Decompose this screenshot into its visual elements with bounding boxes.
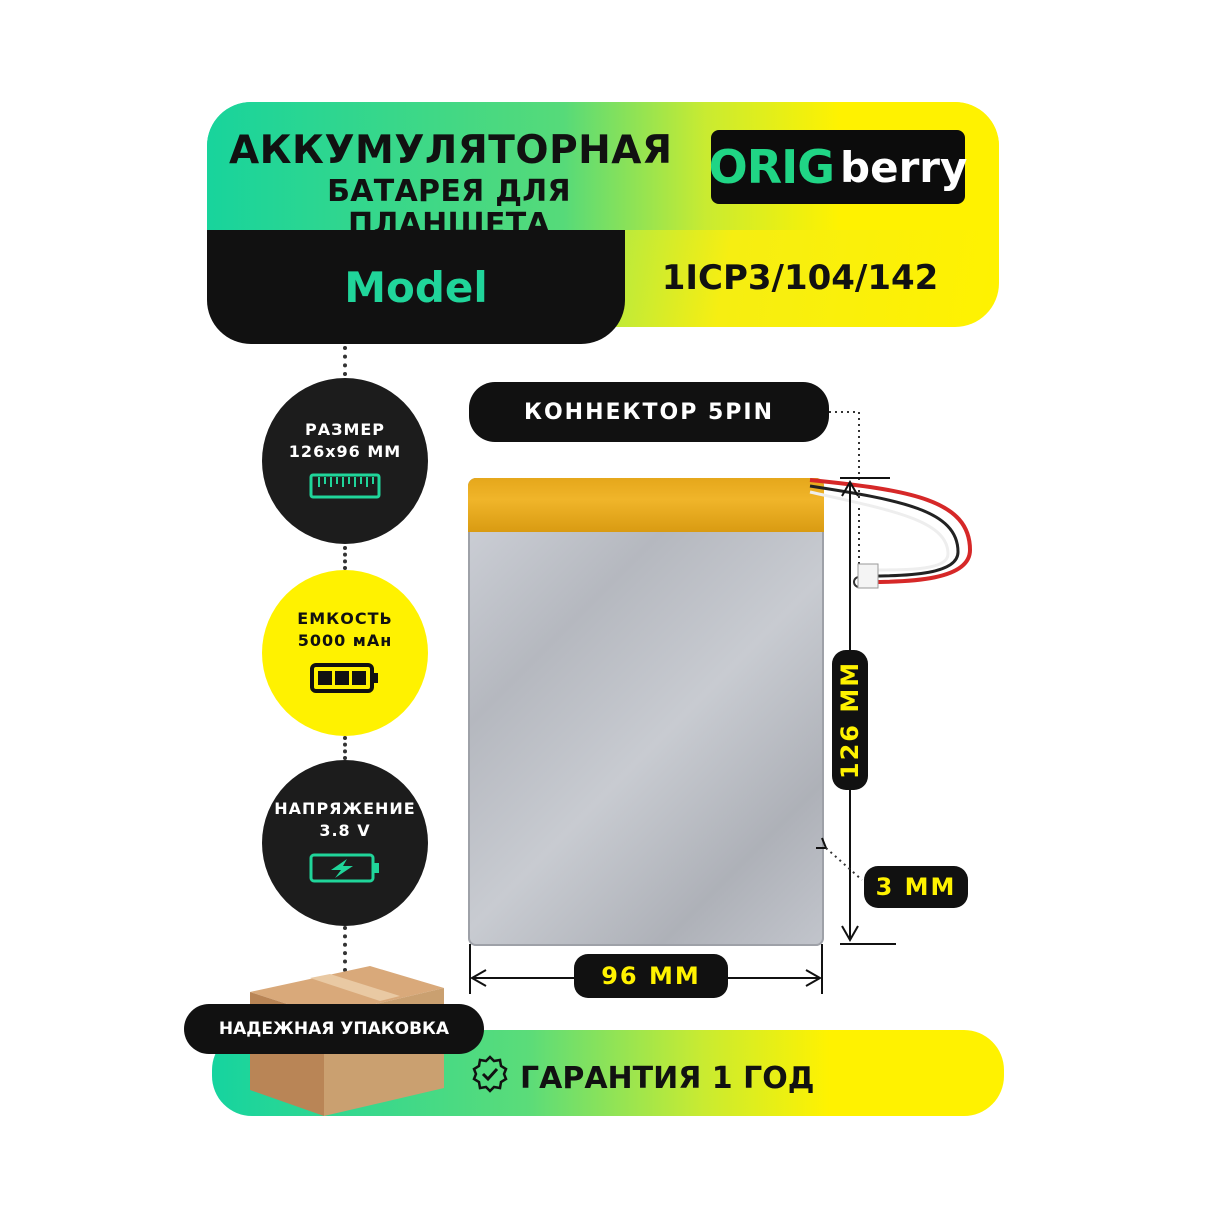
brand-logo-part2: berry [840, 142, 968, 192]
guarantee-badge-icon [470, 1054, 510, 1102]
header-banner: АККУМУЛЯТОРНАЯ БАТАРЕЯ ДЛЯ ПЛАНШЕТА ORIG… [207, 102, 999, 327]
charging-battery-icon [309, 852, 381, 888]
connector-line [343, 346, 347, 376]
spec-voltage-circle: НАПРЯЖЕНИЕ 3.8 V [262, 760, 428, 926]
model-number: 1ICP3/104/142 [661, 258, 939, 298]
model-label: Model [344, 262, 488, 312]
brand-logo-part1: ORIG [708, 140, 835, 194]
ruler-icon [309, 473, 381, 503]
width-label: 96 ММ [574, 954, 728, 998]
spec-capacity-circle: ЕМКОСТЬ 5000 мАн [262, 570, 428, 736]
thickness-leader-line [816, 837, 863, 881]
guarantee-text: ГАРАНТИЯ 1 ГОД [520, 1060, 815, 1096]
battery-icon [310, 662, 380, 698]
spec-capacity-value: 5000 мАн [297, 631, 393, 650]
page-title: АККУМУЛЯТОРНАЯ БАТАРЕЯ ДЛЯ ПЛАНШЕТА [229, 128, 673, 241]
spec-size-value: 126x96 ММ [288, 442, 402, 461]
packaging-label: НАДЕЖНАЯ УПАКОВКА [184, 1004, 484, 1054]
spec-capacity-title: ЕМКОСТЬ [297, 609, 393, 629]
connector-line [343, 546, 347, 570]
battery-product-image [468, 478, 824, 946]
connector-line [343, 926, 347, 972]
brand-logo: ORIG berry [708, 130, 968, 204]
model-label-pill: Model [207, 230, 625, 344]
battery-wires [809, 478, 973, 589]
height-label-box: 126 ММ [832, 650, 868, 790]
guarantee: ГАРАНТИЯ 1 ГОД [470, 1054, 814, 1102]
title-line-1: АККУМУЛЯТОРНАЯ [229, 128, 673, 173]
height-label: 126 ММ [836, 660, 864, 780]
spec-voltage-value: 3.8 V [319, 821, 371, 840]
spec-voltage-title: НАПРЯЖЕНИЕ [274, 799, 416, 819]
thickness-label: 3 ММ [864, 866, 968, 908]
battery-top-tape [468, 478, 824, 532]
connector-label: КОННЕКТОР 5PIN [469, 382, 829, 442]
connector-line [343, 736, 347, 760]
spec-size-circle: РАЗМЕР 126x96 ММ [262, 378, 428, 544]
spec-size-title: РАЗМЕР [304, 420, 386, 440]
